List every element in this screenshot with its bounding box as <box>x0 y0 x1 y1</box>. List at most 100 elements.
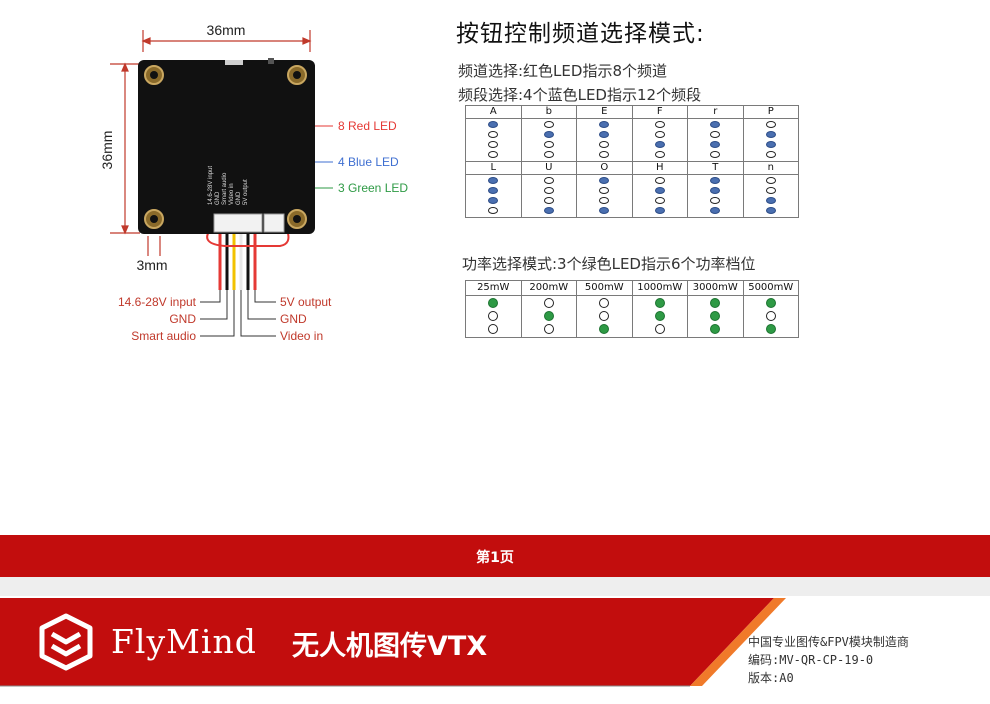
power-label: 1000mW <box>631 280 688 296</box>
led-on-icon <box>488 177 499 184</box>
led-on-icon <box>710 141 721 148</box>
vtx-board-diagram: 36mm 36mm 3mm <box>99 22 408 343</box>
led-on-icon <box>599 324 610 334</box>
band-label: r <box>687 105 744 119</box>
led-off-icon <box>765 121 776 128</box>
led-on-icon <box>710 311 721 321</box>
led-off-icon <box>488 311 499 321</box>
band-led-cell <box>520 118 577 162</box>
mounting-holes <box>144 65 307 229</box>
led-on-icon <box>710 121 721 128</box>
led-on-icon <box>543 131 554 138</box>
led-on-icon <box>765 197 776 204</box>
band-label: F <box>631 105 688 119</box>
pin-label-input: 14.6-28V input <box>118 295 197 309</box>
led-on-icon <box>710 324 721 334</box>
led-on-icon <box>654 207 665 214</box>
band-label: O <box>576 161 633 175</box>
led-on-icon <box>654 141 665 148</box>
silkscreen-labels: 14.6-28V input GND Smart audio Video in … <box>208 166 249 205</box>
svg-text:GND: GND <box>236 191 242 205</box>
power-led-cell <box>631 295 688 338</box>
power-led-cell <box>576 295 633 338</box>
led-on-icon <box>765 207 776 214</box>
band-label: L <box>465 161 522 175</box>
power-led-row <box>465 295 799 338</box>
band-led-cell <box>520 174 577 218</box>
band-label: P <box>742 105 799 119</box>
led-off-icon <box>488 131 499 138</box>
led-off-icon <box>654 151 665 158</box>
page-bar <box>0 535 990 577</box>
svg-text:GND: GND <box>215 191 221 205</box>
page-title: 按钮控制频道选择模式: <box>456 21 705 47</box>
led-off-icon <box>710 131 721 138</box>
band-led-cell <box>631 174 688 218</box>
band-led-cell <box>465 118 522 162</box>
led-on-icon <box>765 324 776 334</box>
band-label: H <box>631 161 688 175</box>
footer-banner <box>0 598 786 687</box>
svg-text:14.6-28V input: 14.6-28V input <box>208 166 214 205</box>
brand-name: FlyMind <box>111 622 257 661</box>
band-led-cell <box>576 174 633 218</box>
height-label: 36mm <box>99 131 115 170</box>
led-off-icon <box>710 151 721 158</box>
led-off-icon <box>654 324 665 334</box>
led-on-icon <box>654 311 665 321</box>
led-off-icon <box>599 197 610 204</box>
led-on-icon <box>488 121 499 128</box>
led-off-icon <box>599 298 610 308</box>
led-off-icon <box>654 121 665 128</box>
power-label: 5000mW <box>742 280 799 296</box>
led-off-icon <box>765 151 776 158</box>
led-on-icon <box>765 298 776 308</box>
company-tagline: 中国专业图传&FPV模块制造商 <box>748 635 909 649</box>
led-off-icon <box>488 324 499 334</box>
band-label: n <box>742 161 799 175</box>
band-led-cell <box>576 118 633 162</box>
svg-text:Video in: Video in <box>229 183 235 205</box>
bottom-dimension <box>147 236 161 256</box>
doc-version: 版本:A0 <box>748 671 794 685</box>
power-led-cell <box>742 295 799 338</box>
led-off-icon <box>599 187 610 194</box>
band-label: T <box>687 161 744 175</box>
led-off-icon <box>654 177 665 184</box>
led-on-icon <box>599 177 610 184</box>
red-led-label: 8 Red LED <box>338 119 397 133</box>
product-name: 无人机图传VTX <box>292 631 488 662</box>
power-led-cell <box>465 295 522 338</box>
led-off-icon <box>543 151 554 158</box>
wires <box>206 229 290 290</box>
pin-label-5v: 5V output <box>280 295 332 309</box>
led-on-icon <box>543 207 554 214</box>
channel-description: 频道选择:红色LED指示8个频道 <box>458 62 667 80</box>
pin-leaders <box>200 290 276 337</box>
led-on-icon <box>710 177 721 184</box>
led-off-icon <box>599 151 610 158</box>
led-on-icon <box>710 187 721 194</box>
green-led-label: 3 Green LED <box>338 181 408 195</box>
led-off-icon <box>599 311 610 321</box>
led-on-icon <box>488 298 499 308</box>
svg-text:Smart audio: Smart audio <box>222 172 228 205</box>
led-off-icon <box>654 131 665 138</box>
flymind-logo-icon <box>39 613 93 671</box>
pin-label-smart-audio: Smart audio <box>131 329 196 343</box>
led-off-icon <box>654 197 665 204</box>
pin-label-gnd-left: GND <box>169 312 196 326</box>
power-description: 功率选择模式:3个绿色LED指示6个功率档位 <box>462 255 756 273</box>
band-led-cell <box>742 118 799 162</box>
width-label: 36mm <box>207 22 246 38</box>
led-off-icon <box>488 151 499 158</box>
led-on-icon <box>543 311 554 321</box>
blue-led-label: 4 Blue LED <box>338 155 399 169</box>
band-led-cell <box>687 118 744 162</box>
led-off-icon <box>543 121 554 128</box>
led-off-icon <box>488 207 499 214</box>
led-on-icon <box>599 121 610 128</box>
